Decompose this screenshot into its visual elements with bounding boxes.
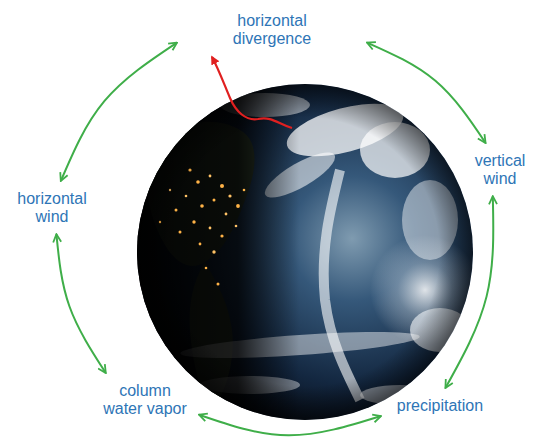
cycle-arrow <box>56 234 105 373</box>
cycle-label: horizontal divergence <box>222 12 322 47</box>
cycle-label-node: column water vapor <box>96 378 194 421</box>
cycle-label-node: precipitation <box>386 393 494 419</box>
cycle-label-node: horizontal wind <box>8 186 96 229</box>
cycle-arrow <box>61 43 177 181</box>
globe-rim <box>137 84 473 420</box>
trajectory-arrow <box>212 57 292 128</box>
cycle-label-node: vertical wind <box>464 148 536 191</box>
cycle-arrow <box>367 43 486 143</box>
cycle-arrow <box>199 415 381 436</box>
globe-surface <box>130 80 490 430</box>
night-side <box>130 80 490 430</box>
globe <box>137 84 473 420</box>
cycle-label: precipitation <box>390 397 490 415</box>
cycle-arrow <box>445 196 493 388</box>
cycle-label: horizontal wind <box>12 190 92 225</box>
cycle-label: column water vapor <box>100 382 190 417</box>
cycle-label-node: horizontal divergence <box>182 8 362 51</box>
cycle-label: vertical wind <box>468 152 532 187</box>
